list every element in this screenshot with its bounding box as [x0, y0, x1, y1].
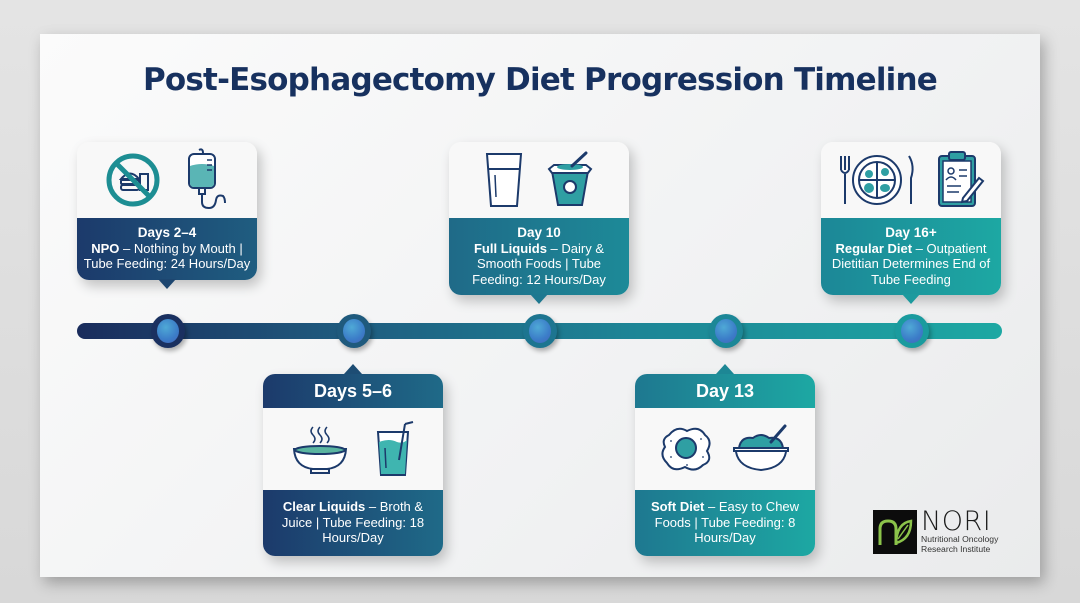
card-pointer [158, 278, 176, 289]
stage-diet: NPO [91, 240, 120, 256]
stage-card-day-13: Day 13 Soft Diet [635, 364, 815, 556]
logo-subtitle-2: Research Institute [921, 543, 991, 554]
stage-card-day-16-plus: Day 16+ Regular Diet – Outpatient Dietit… [821, 142, 1001, 304]
stage-diet: Full Liquids [473, 240, 547, 256]
stage-period: Days 5–6 [263, 374, 443, 408]
stage-description: – Dairy & Smooth Foods | Tube Feeding: 1… [472, 240, 606, 287]
stage-description: – Easy to Chew Foods | Tube Feeding: 8 H… [654, 499, 800, 545]
no-food-icon [105, 152, 161, 208]
stage-diet: Regular Diet [835, 240, 913, 256]
fried-egg-icon [659, 425, 713, 473]
timeline-node-4 [709, 314, 743, 348]
card-pointer [530, 294, 548, 304]
page-title: Post-Esophagectomy Diet Progression Time… [142, 62, 938, 98]
stage-card-day-10: Day 10 Full Liquids – Dairy & Smooth Foo… [449, 142, 629, 304]
stage-card-days-2-4: Days 2–4 NPO – Nothing by Mouth | Tube F… [77, 142, 257, 289]
iv-bag-icon [183, 148, 229, 212]
stage-period: Day 16+ [885, 225, 937, 240]
leaf-logo-icon [873, 509, 917, 554]
mashed-food-bowl-icon [731, 424, 791, 474]
stage-card-days-5-6: Days 5–6 Clear L [263, 364, 443, 556]
stage-description: – Broth & Juice | Tube Feeding: 18 Hours… [281, 499, 425, 545]
stage-period: Days 2–4 [137, 225, 197, 240]
stage-diet: Clear Liquids [282, 499, 366, 514]
stage-period: Day 10 [517, 225, 561, 240]
card-pointer [716, 364, 734, 374]
stage-diet: Soft Diet [650, 499, 705, 514]
nori-logo: NORI Nutritional Oncology Research Insti… [873, 506, 999, 554]
broth-bowl-icon [291, 423, 349, 475]
timeline-node-3 [523, 314, 557, 348]
stage-description: – Outpatient Dietitian Determines End of… [831, 240, 991, 287]
card-pointer [344, 364, 362, 374]
juice-glass-icon [375, 420, 415, 478]
logo-subtitle-1: Nutritional Oncology [921, 534, 999, 544]
timeline-node-5 [895, 314, 929, 348]
stage-description: – Nothing by Mouth | Tube Feeding: 24 Ho… [83, 240, 251, 272]
clipboard-icon [935, 150, 985, 210]
milk-glass-icon [484, 151, 524, 209]
timeline-node-1 [151, 314, 185, 348]
timeline-node-2 [337, 314, 371, 348]
stage-period: Day 13 [635, 374, 815, 408]
infographic-board: Post-Esophagectomy Diet Progression Time… [40, 34, 1040, 577]
yogurt-cup-icon [546, 151, 594, 209]
logo-name: NORI [921, 506, 992, 537]
plate-cutlery-icon [837, 152, 917, 208]
card-pointer [902, 294, 920, 304]
